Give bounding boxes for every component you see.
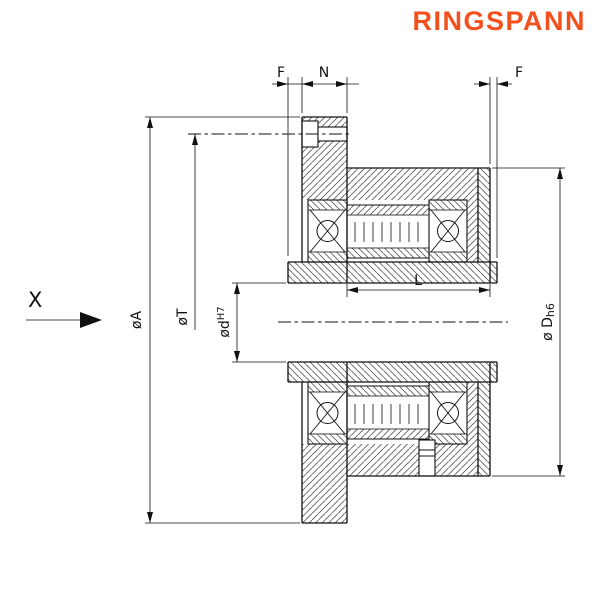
view-direction-arrow bbox=[80, 312, 102, 328]
dia-d-tolerance: H7 bbox=[216, 306, 227, 320]
dimension-arrowheads bbox=[147, 81, 563, 523]
dim-label-f-right: F bbox=[515, 65, 523, 81]
freewheel-cage-bottom bbox=[346, 385, 430, 440]
hatch-sections bbox=[288, 117, 497, 523]
centerlines bbox=[188, 133, 508, 323]
bottom-plug bbox=[418, 439, 436, 477]
bearing-bottom-right bbox=[428, 381, 468, 445]
dia-outer-tolerance: h6 bbox=[544, 303, 557, 317]
view-label-x: X bbox=[28, 288, 42, 312]
dim-label-dia-d: ødH7 bbox=[216, 306, 233, 337]
dim-label-dia-t: øT bbox=[175, 308, 191, 326]
dia-d-symbol: ød bbox=[217, 320, 233, 337]
dim-label-f-left: F bbox=[277, 65, 285, 81]
dim-label-n: N bbox=[319, 65, 329, 81]
dia-outer-symbol: ø D bbox=[540, 317, 556, 341]
part-outlines bbox=[287, 116, 498, 524]
dim-label-dia-a: øA bbox=[129, 311, 145, 330]
bearing-top-right bbox=[428, 199, 468, 263]
ringspann-logo: RINGSPANN bbox=[412, 6, 586, 36]
dim-label-length: L bbox=[414, 273, 422, 289]
bearing-top-left bbox=[307, 199, 348, 263]
freewheel-cage-top bbox=[346, 204, 430, 259]
dim-label-dia-outer: ø Dh6 bbox=[540, 303, 557, 341]
bearing-bottom-left bbox=[307, 381, 348, 445]
